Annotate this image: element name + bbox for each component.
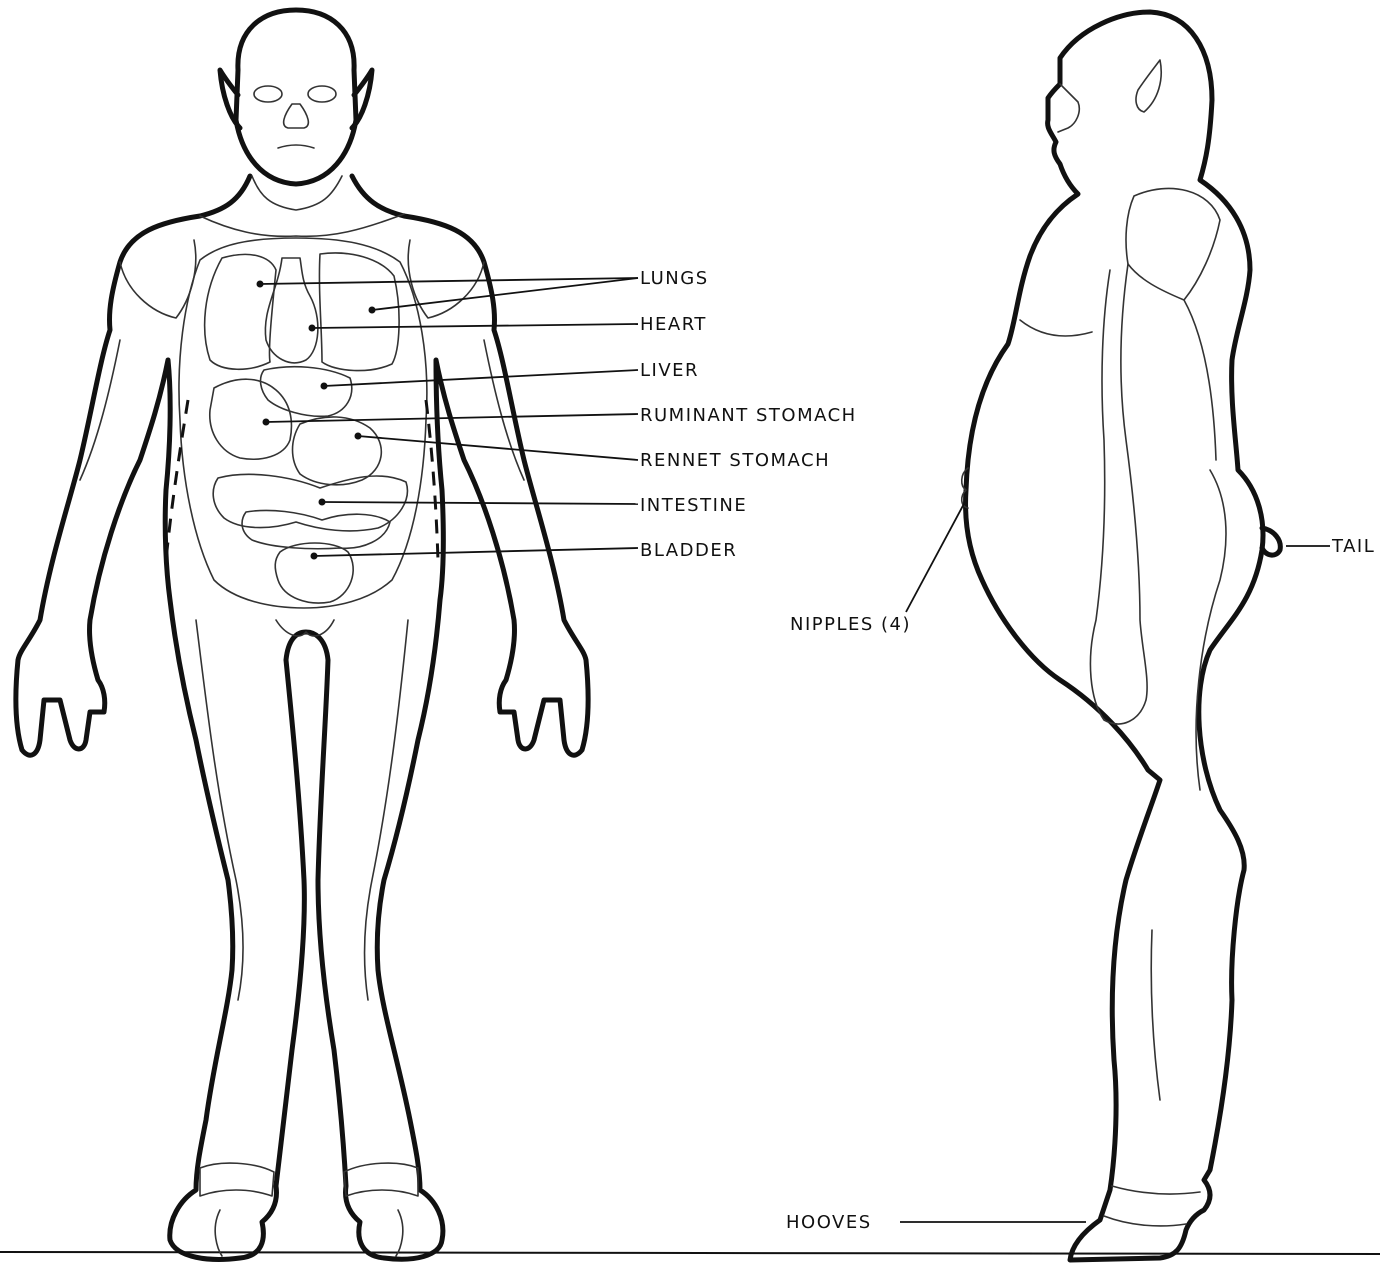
label-ruminant-stomach: RUMINANT STOMACH — [640, 405, 857, 426]
side-chest — [1020, 320, 1092, 336]
label-lungs: LUNGS — [640, 268, 709, 289]
nipples-leader — [906, 500, 966, 612]
front-head — [236, 10, 356, 184]
side-body-outline — [966, 12, 1263, 1260]
label-intestine: INTESTINE — [640, 495, 747, 516]
side-view-figure — [962, 12, 1281, 1260]
front-left-eye — [254, 86, 282, 102]
front-right-shoulder — [408, 240, 484, 318]
front-right-eye — [308, 86, 336, 102]
rennet-stomach-organ — [293, 417, 382, 485]
front-collar — [200, 214, 404, 236]
bladder-leader — [314, 548, 638, 556]
intestine-leader — [322, 502, 638, 504]
front-left-shoulder — [120, 240, 196, 318]
label-tail: TAIL — [1331, 536, 1375, 557]
front-left-leg-contour — [196, 620, 243, 1000]
label-bladder: BLADDER — [640, 540, 737, 561]
front-mouth — [278, 145, 314, 148]
left-lung — [205, 254, 276, 369]
front-groin — [276, 620, 334, 636]
heart-leader — [312, 324, 638, 328]
labels: LUNGS HEART LIVER RUMINANT STOMACH RENNE… — [640, 268, 1375, 1233]
ruminant-stomach-organ — [210, 379, 292, 459]
side-face-profile — [1058, 84, 1079, 132]
label-nipples: NIPPLES (4) — [790, 614, 911, 635]
label-hooves: HOOVES — [786, 1212, 872, 1233]
front-right-hoof-band — [344, 1163, 418, 1196]
heart-organ — [265, 258, 318, 363]
side-leg-contour — [1151, 930, 1160, 1100]
front-left-hoof-split — [215, 1210, 222, 1256]
front-body-outline — [16, 176, 588, 1259]
front-nose — [284, 104, 309, 128]
label-rennet-stomach: RENNET STOMACH — [640, 450, 830, 471]
side-shoulder — [1126, 188, 1220, 300]
side-arm — [1090, 264, 1147, 724]
side-arm-back — [1184, 300, 1216, 460]
liver-organ — [261, 367, 352, 417]
front-view-figure — [16, 10, 588, 1259]
front-right-hoof-split — [396, 1210, 403, 1256]
bladder-organ — [275, 543, 353, 603]
right-lung — [319, 253, 399, 371]
rennet-stomach-leader — [358, 436, 638, 460]
side-hoof-band — [1104, 1186, 1200, 1226]
lungs-leader-1 — [260, 278, 638, 284]
label-liver: LIVER — [640, 360, 699, 381]
label-heart: HEART — [640, 314, 707, 335]
front-neck — [252, 176, 342, 210]
front-left-hoof-band — [200, 1163, 274, 1196]
side-ear — [1136, 60, 1161, 112]
liver-leader — [324, 370, 638, 386]
